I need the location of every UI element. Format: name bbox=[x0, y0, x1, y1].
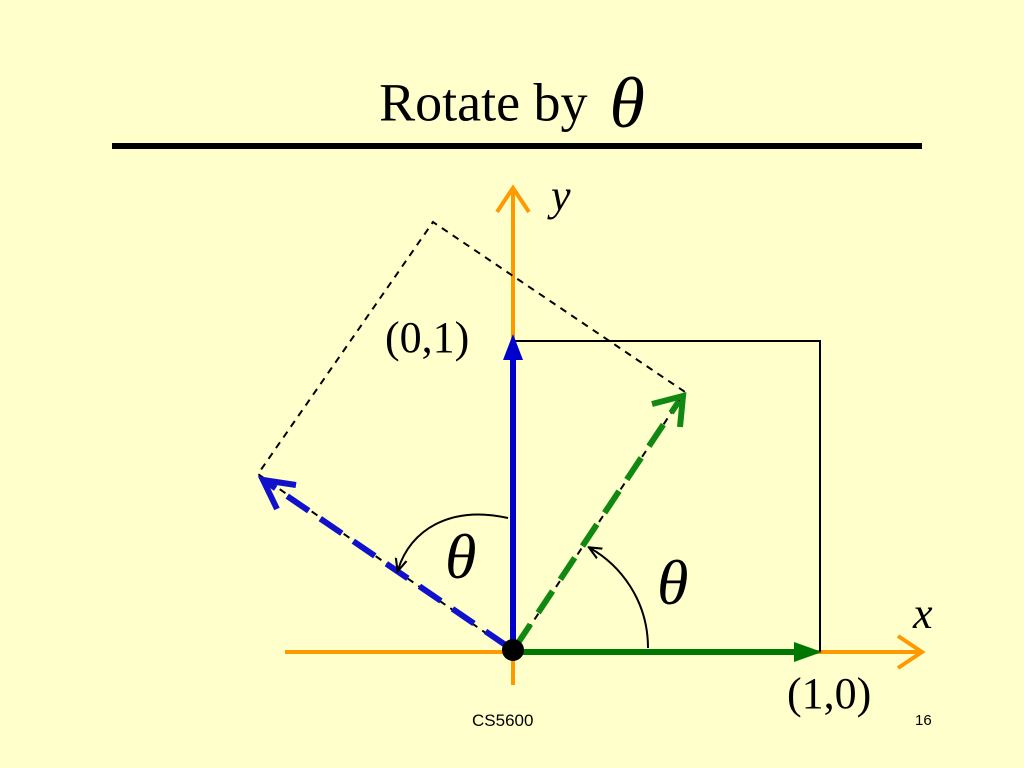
origin-point bbox=[502, 639, 524, 661]
rotated-square-outline bbox=[256, 220, 687, 654]
page-number: 16 bbox=[915, 712, 932, 729]
title-text: Rotate by bbox=[379, 72, 588, 133]
rotated-e2-vector bbox=[266, 480, 509, 649]
rotated-e1-vector bbox=[513, 399, 682, 648]
angle-arc-left bbox=[398, 513, 509, 570]
slide-title: Rotate by θ bbox=[0, 52, 1024, 143]
angle-theta-right-label: θ bbox=[657, 547, 689, 618]
x-axis-label: x bbox=[913, 589, 933, 638]
y-axis-arrowhead bbox=[495, 184, 531, 214]
rotated-e1-arrowhead bbox=[651, 392, 687, 428]
footer-course-label: CS5600 bbox=[472, 711, 534, 730]
e1-vector-arrowhead bbox=[794, 642, 822, 662]
x-axis-arrowhead bbox=[896, 634, 926, 670]
unit-square-outline bbox=[513, 340, 821, 652]
angle-arc-right bbox=[590, 548, 649, 649]
title-theta-symbol: θ bbox=[609, 62, 645, 143]
point-0-1-label: (0,1) bbox=[385, 313, 470, 362]
point-1-0-label: (1,0) bbox=[787, 669, 872, 718]
angle-theta-left-label: θ bbox=[445, 521, 477, 592]
rotated-e2-arrowhead bbox=[257, 476, 297, 511]
e2-vector-arrowhead bbox=[503, 334, 523, 360]
y-axis-label: y bbox=[551, 171, 571, 220]
